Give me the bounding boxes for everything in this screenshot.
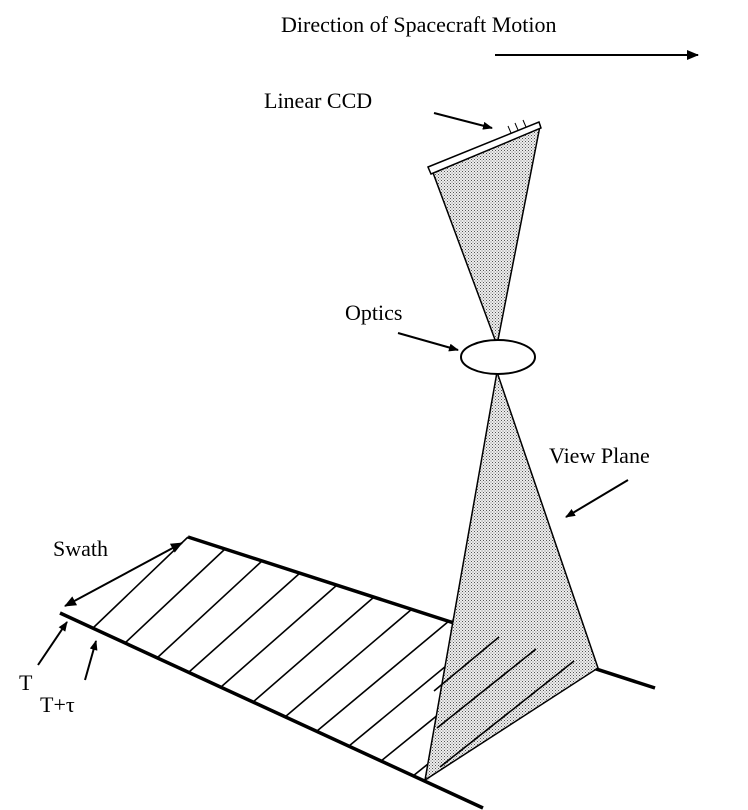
ccd-strip-icon	[427, 119, 542, 175]
t-tau-pointer-arrow	[84, 640, 98, 681]
scan-lines-in-view	[433, 636, 575, 768]
linear-ccd-label: Linear CCD	[264, 88, 372, 113]
swath-label: Swath	[53, 536, 108, 561]
optics-label: Optics	[345, 300, 402, 325]
swath-bottom-edge	[59, 611, 484, 810]
linear-ccd-pointer-arrow	[433, 112, 493, 130]
t-tau-label: T+τ	[40, 692, 75, 717]
view-plane-label: View Plane	[549, 443, 650, 468]
lens-ellipse-icon	[460, 339, 536, 375]
swath-width-arrow	[64, 542, 183, 607]
optics-pointer-arrow	[397, 332, 459, 352]
view-plane-pointer-arrow	[565, 479, 629, 518]
t-pointer-arrow	[37, 621, 68, 666]
lower-view-plane	[423, 371, 599, 782]
t-label: T	[19, 670, 33, 695]
direction-label: Direction of Spacecraft Motion	[281, 12, 557, 37]
